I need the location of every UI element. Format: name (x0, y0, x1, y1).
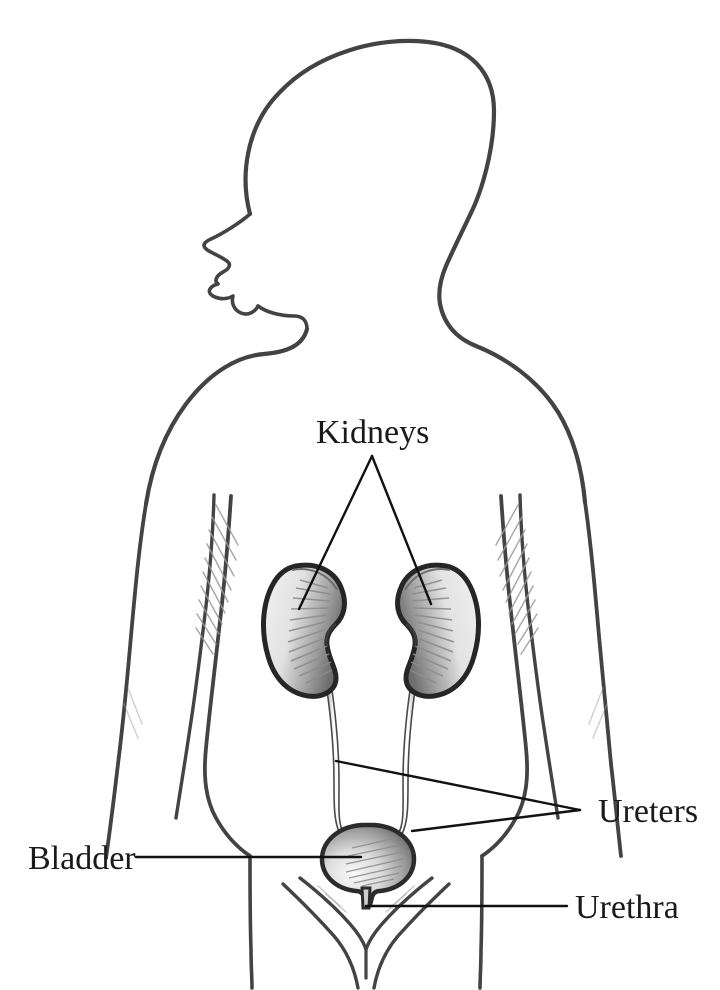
head-outline (243, 38, 497, 307)
urethra (360, 886, 372, 910)
right-leg-outer (478, 854, 484, 990)
kidney-left (260, 562, 347, 699)
neck-right-shoulder (437, 301, 588, 505)
kidney-right-upper-lobe (404, 568, 451, 591)
torso-right-contour (480, 494, 529, 858)
right-leg-inner (372, 882, 451, 990)
kidney-left-hilum (325, 623, 337, 647)
groin-right-line (364, 876, 434, 951)
leader-ureters-upper (334, 759, 582, 812)
leader-lines-group (134, 454, 582, 908)
leader-kidneys-right (370, 454, 433, 606)
kidney-left-upper-lobe (291, 568, 338, 591)
label-urethra: Urethra (575, 889, 679, 926)
label-ureters: Ureters (598, 793, 698, 830)
torso-left-contour (203, 494, 252, 858)
bladder-group (319, 822, 417, 910)
groin-left-line (298, 876, 368, 951)
leader-kidneys-left (297, 454, 374, 611)
neck-left-shoulder (143, 326, 310, 507)
kidney-right-body (395, 562, 482, 699)
leader-ureters-lower (410, 808, 582, 833)
left-leg-inner (281, 882, 360, 990)
kidney-right (395, 562, 482, 699)
label-bladder: Bladder (28, 840, 136, 877)
face-profile (202, 212, 260, 316)
body-shading-hatching (123, 504, 608, 913)
kidney-right-hilum (405, 623, 417, 647)
jaw-neck-line (256, 304, 309, 331)
kidney-left-body (260, 562, 347, 699)
left-leg-outer (248, 854, 254, 990)
label-kidneys: Kidneys (316, 414, 429, 451)
left-arm-outer (104, 502, 148, 860)
right-arm-outer (583, 500, 623, 858)
